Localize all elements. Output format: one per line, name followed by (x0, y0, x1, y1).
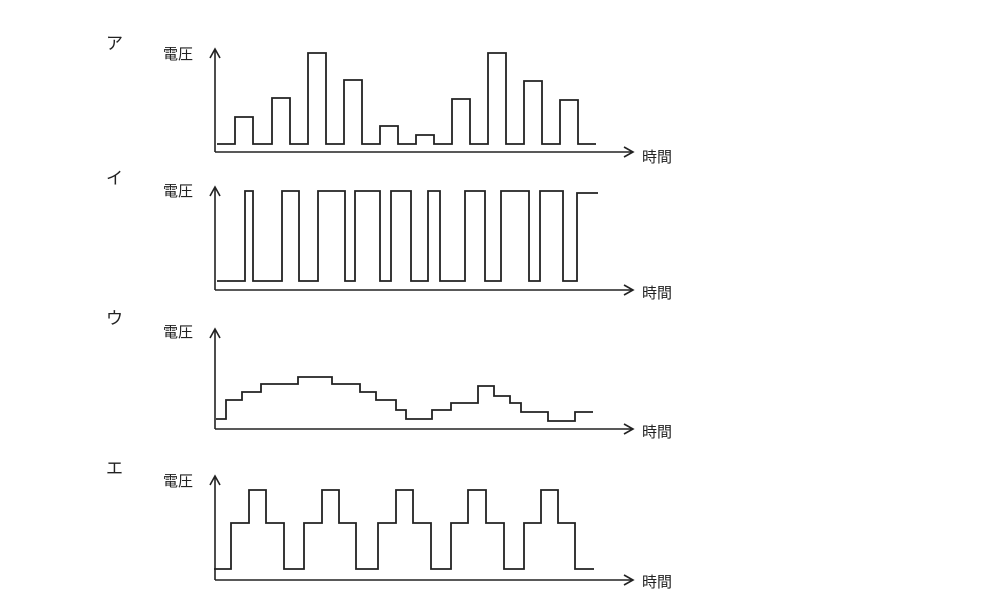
y-axis-label-e: 電圧 (163, 472, 193, 490)
waveform-u (216, 376, 593, 422)
x-axis-label-i: 時間 (642, 284, 672, 302)
y-axis-arrow-e (209, 474, 221, 486)
x-axis-arrow-e (623, 574, 635, 586)
panel-label-u: ウ (106, 309, 123, 329)
y-axis-label-a: 電圧 (163, 45, 193, 63)
y-axis-label-i: 電圧 (163, 182, 193, 200)
panel-label-e: エ (106, 459, 123, 479)
x-axis-arrow-i (623, 284, 635, 296)
x-axis-label-a: 時間 (642, 148, 672, 166)
x-axis-label-u: 時間 (642, 423, 672, 441)
waveform-i (217, 190, 598, 282)
panel-label-i: イ (106, 169, 123, 189)
x-axis-arrow-u (623, 423, 635, 435)
waveform-e (214, 489, 594, 570)
x-axis-label-e: 時間 (642, 573, 672, 591)
panel-u: ウ 電圧 時間 (106, 309, 672, 441)
y-axis-arrow-u (209, 327, 221, 339)
x-axis-arrow-a (623, 146, 635, 158)
y-axis-arrow-a (209, 47, 221, 59)
panel-e: エ 電圧 時間 (106, 459, 672, 591)
panel-i: イ 電圧 時間 (106, 169, 672, 302)
panel-a: ア 電圧 時間 (106, 34, 672, 166)
waveform-a (217, 52, 596, 145)
y-axis-label-u: 電圧 (163, 323, 193, 341)
panel-label-a: ア (106, 34, 123, 54)
y-axis-arrow-i (209, 185, 221, 197)
